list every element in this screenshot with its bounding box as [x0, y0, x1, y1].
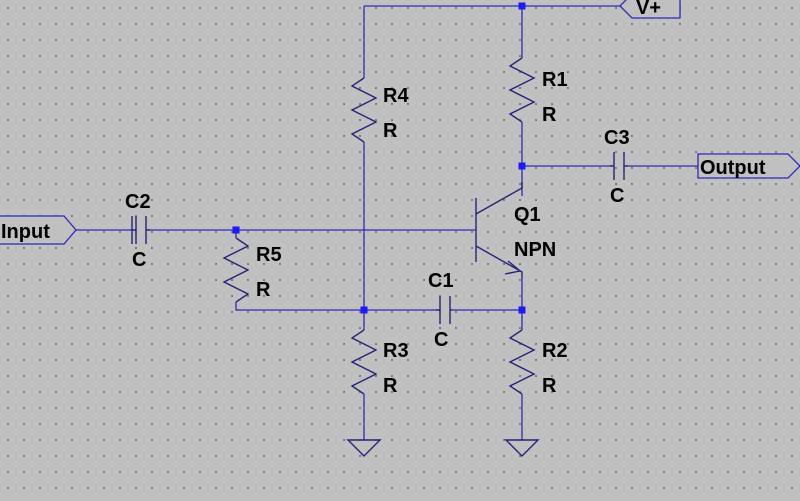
- junction-dot: [232, 226, 240, 234]
- junction-dot: [518, 2, 526, 10]
- ground-symbol-r3: [346, 439, 382, 457]
- q1-value-label: NPN: [514, 239, 556, 261]
- resistor-r4[interactable]: [350, 77, 378, 143]
- port-output[interactable]: Output: [697, 153, 800, 179]
- r1-name-label: R1: [542, 69, 568, 91]
- capacitor-c3[interactable]: [610, 152, 628, 180]
- junction-dot: [360, 306, 368, 314]
- port-input[interactable]: Input: [0, 215, 77, 245]
- port-output-label: Output: [700, 157, 766, 179]
- c2-value-label: C: [132, 249, 146, 271]
- port-input-label: Input: [1, 221, 50, 243]
- resistor-r2[interactable]: [508, 329, 536, 395]
- c3-value-label: C: [610, 185, 624, 207]
- resistor-r5[interactable]: [222, 237, 250, 303]
- r5-value-label: R: [256, 279, 271, 301]
- wires: [76, 5, 698, 440]
- c1-name-label: C1: [428, 270, 454, 292]
- transistor-q1[interactable]: [475, 182, 523, 278]
- junctions: [232, 2, 526, 314]
- q1-name-label: Q1: [514, 204, 541, 226]
- resistor-r1[interactable]: [508, 57, 536, 123]
- resistor-r3[interactable]: [350, 329, 378, 395]
- c2-name-label: C2: [125, 191, 151, 213]
- r5-name-label: R5: [256, 244, 282, 266]
- c3-name-label: C3: [604, 127, 630, 149]
- r2-name-label: R2: [542, 340, 568, 362]
- port-vplus[interactable]: V+: [619, 0, 681, 19]
- c1-value-label: C: [434, 329, 448, 351]
- r1-value-label: R: [542, 104, 557, 126]
- r2-value-label: R: [542, 375, 557, 397]
- wire-r5-bottom: [235, 302, 436, 311]
- port-vplus-label: V+: [636, 0, 661, 19]
- junction-dot: [518, 306, 526, 314]
- component-labels: R4 R R1 R C3 C C2 C Q1 NPN R5 R C1 C R3 …: [125, 69, 630, 397]
- r4-value-label: R: [383, 120, 398, 142]
- r4-name-label: R4: [383, 85, 409, 107]
- capacitor-c2[interactable]: [131, 216, 150, 244]
- r3-name-label: R3: [383, 340, 409, 362]
- junction-dot: [518, 162, 526, 170]
- capacitor-c1[interactable]: [436, 296, 452, 324]
- r3-value-label: R: [383, 375, 398, 397]
- ground-symbol-r2: [504, 439, 540, 457]
